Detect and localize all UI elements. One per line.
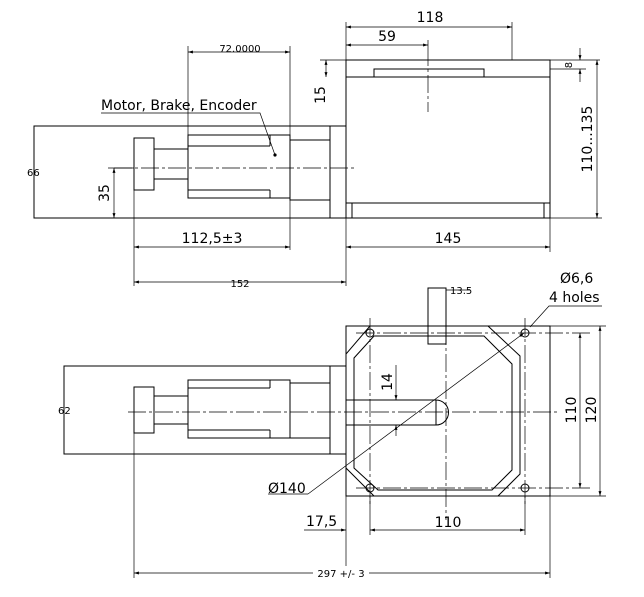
dim-110-horizontal: 110 xyxy=(435,515,462,531)
dim-145: 145 xyxy=(435,231,462,247)
dim-17-5: 17,5 xyxy=(306,514,337,530)
end-cap xyxy=(133,137,155,191)
dim-59: 59 xyxy=(378,29,396,45)
dim-120: 120 xyxy=(584,397,600,424)
dim-15: 15 xyxy=(313,86,329,104)
motor-body xyxy=(187,134,291,199)
dim-110-135: 110...135 xyxy=(580,106,596,173)
dim-13-5: 13.5 xyxy=(450,286,472,297)
motor-housing-outline-plan xyxy=(63,365,347,455)
side-view: 118 59 72.0000 Motor, Brake, Encoder 15 … xyxy=(27,10,602,290)
dim-72: 72.0000 xyxy=(219,44,260,55)
callout-motor-brake-encoder: Motor, Brake, Encoder xyxy=(101,98,257,114)
dim-66: 66 xyxy=(27,168,40,179)
dim-110-vertical: 110 xyxy=(564,397,580,424)
dim-8: 8 xyxy=(564,62,575,68)
dim-diameter-140: Ø140 xyxy=(268,481,306,497)
dim-152: 152 xyxy=(230,279,249,290)
dim-35: 35 xyxy=(97,184,113,202)
gearbox-body xyxy=(345,76,551,219)
hole-diameter-label: Ø6,6 xyxy=(560,271,593,287)
dim-62: 62 xyxy=(58,406,71,417)
dim-112-5: 112,5±3 xyxy=(182,231,243,247)
hole-count-label: 4 holes xyxy=(549,290,600,306)
square-flange xyxy=(345,325,521,497)
dim-14: 14 xyxy=(380,373,396,391)
dim-297: 297 +/- 3 xyxy=(317,569,364,580)
plan-view: 13.5 Ø6,6 4 holes 62 14 110 120 Ø140 17,… xyxy=(58,271,606,580)
dim-118: 118 xyxy=(417,10,444,26)
